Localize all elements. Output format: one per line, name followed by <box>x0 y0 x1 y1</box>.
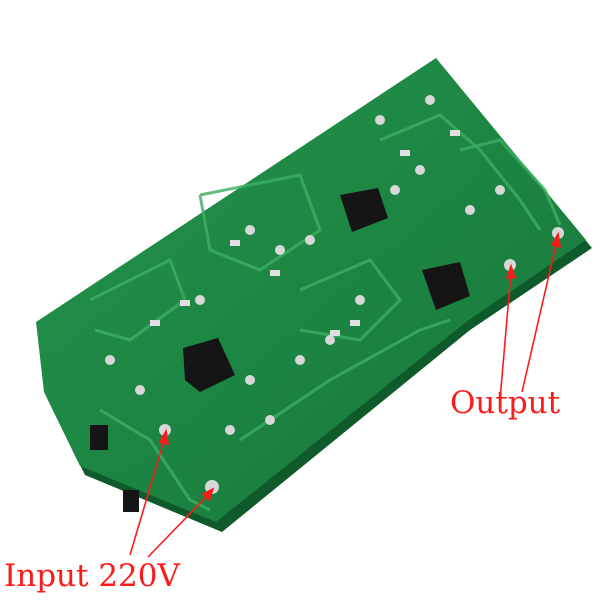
capacitor-leg-2 <box>123 490 139 512</box>
input-label: Input 220V <box>4 558 180 594</box>
output-arrow-2 <box>521 239 558 393</box>
copper-traces <box>89 113 562 512</box>
transistor-3 <box>422 262 470 310</box>
capacitor-leg <box>90 425 108 450</box>
input-arrow-1 <box>129 436 166 556</box>
pcb-board <box>36 58 586 522</box>
solder-pads <box>105 95 564 494</box>
smd-resistors <box>150 130 460 336</box>
annotation-arrows <box>129 231 561 558</box>
output-arrow-1 <box>499 271 512 401</box>
transistor-1 <box>183 338 235 392</box>
input-arrow-2 <box>147 493 210 558</box>
output-label: Output <box>450 385 561 421</box>
components <box>90 188 470 512</box>
transistor-2 <box>340 188 388 232</box>
